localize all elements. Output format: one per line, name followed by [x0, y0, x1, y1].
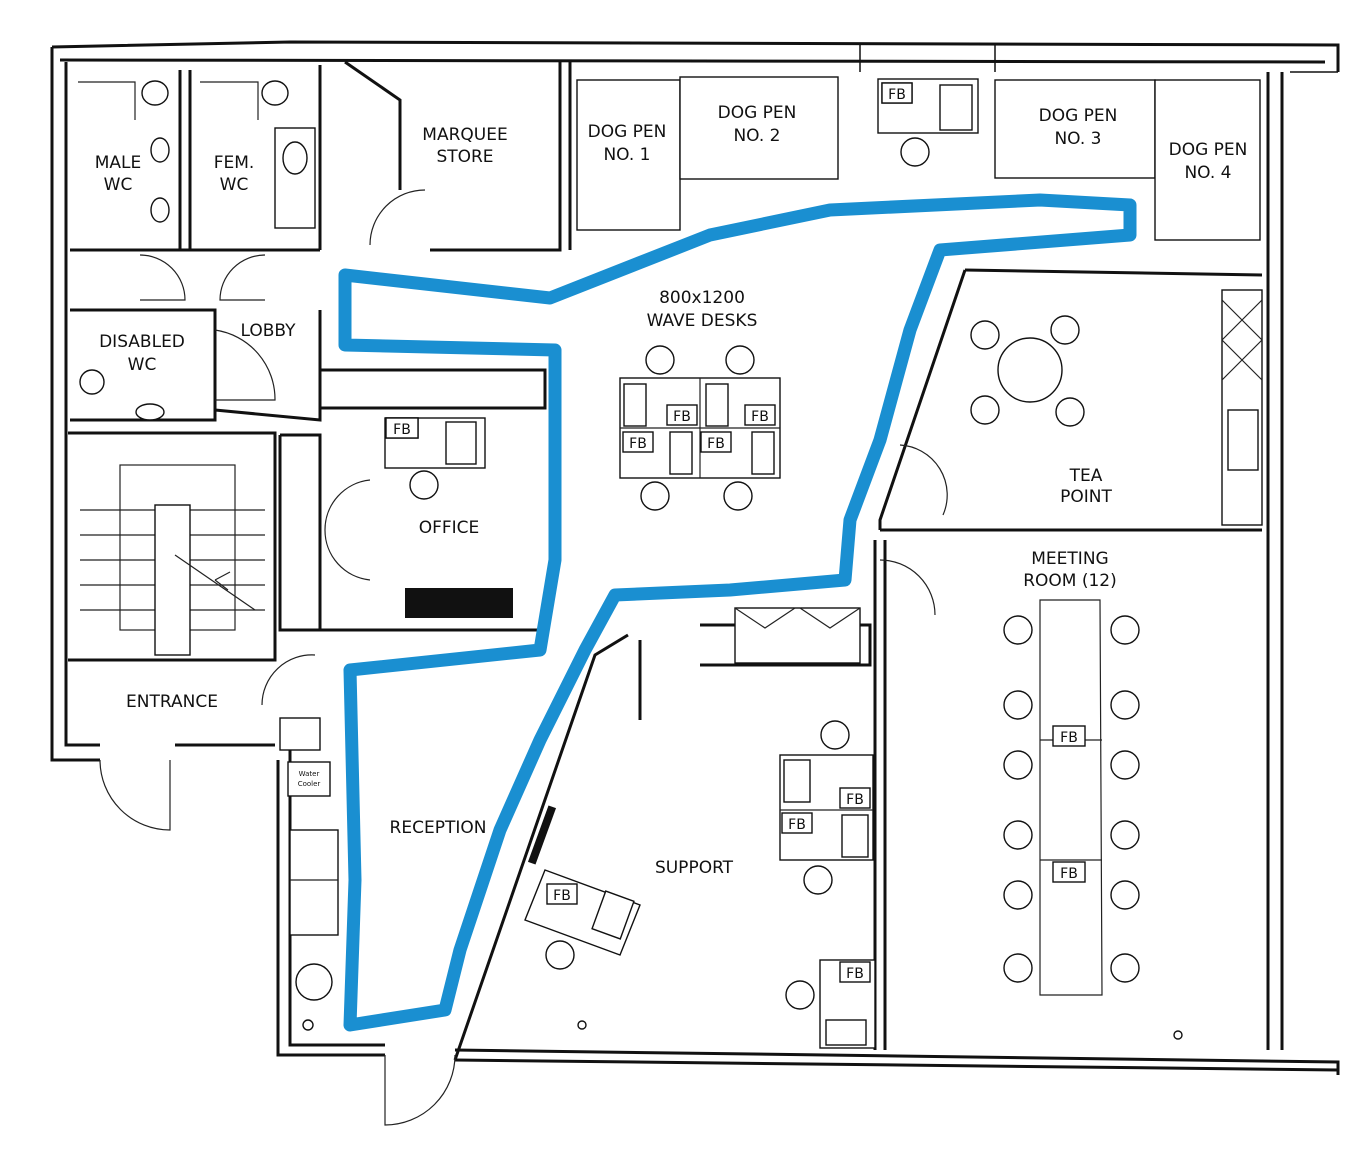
- svg-text:FB: FB: [751, 409, 769, 425]
- fb-marker: FB: [666, 404, 698, 426]
- fb-marker: FB: [881, 82, 913, 104]
- svg-text:FB: FB: [788, 817, 806, 833]
- fb-marker: FB: [839, 961, 871, 983]
- fb-marker: FB: [622, 431, 654, 453]
- fb-marker: FB: [546, 883, 578, 905]
- svg-text:FB: FB: [707, 436, 725, 452]
- label-reception: RECEPTION: [390, 818, 487, 838]
- label-entrance: ENTRANCE: [126, 692, 218, 712]
- wave-desks: [619, 345, 781, 511]
- outer-walls: [50, 40, 1340, 1075]
- fb-marker: FB: [839, 787, 871, 809]
- entrance-reception: [99, 654, 456, 1126]
- label-fem-wc: FEM.WC: [214, 153, 255, 195]
- dog-pens: [576, 45, 1261, 241]
- tea-point-room: [878, 268, 1263, 532]
- support-room: [453, 607, 1183, 1061]
- floor-boxes: FB FB FB FB FB FB FB FB FB FB FB FB: [385, 82, 1086, 983]
- label-office: OFFICE: [419, 518, 480, 538]
- meeting-room: [873, 540, 1140, 1050]
- fb-marker: FB: [1052, 861, 1086, 883]
- stairwell: [68, 431, 277, 662]
- wc-block: [70, 65, 322, 301]
- label-lobby: LOBBY: [240, 321, 296, 341]
- svg-text:FB: FB: [553, 888, 571, 904]
- svg-text:FB: FB: [1060, 866, 1078, 882]
- fb-marker: FB: [781, 812, 813, 834]
- disabled-wc-lobby: [70, 308, 322, 422]
- marquee-store-walls: [344, 60, 572, 252]
- svg-text:FB: FB: [846, 792, 864, 808]
- svg-text:FB: FB: [629, 436, 647, 452]
- fb-marker: FB: [744, 404, 776, 426]
- svg-text:FB: FB: [888, 87, 906, 103]
- fb-marker: FB: [700, 431, 732, 453]
- fb-marker: FB: [385, 417, 419, 439]
- svg-text:FB: FB: [846, 966, 864, 982]
- label-support: SUPPORT: [655, 858, 734, 878]
- svg-text:FB: FB: [393, 422, 411, 438]
- svg-text:FB: FB: [673, 409, 691, 425]
- svg-text:FB: FB: [1060, 730, 1078, 746]
- fb-marker: FB: [1052, 725, 1086, 747]
- walking-route: [338, 193, 1137, 1032]
- office-room: [278, 368, 547, 632]
